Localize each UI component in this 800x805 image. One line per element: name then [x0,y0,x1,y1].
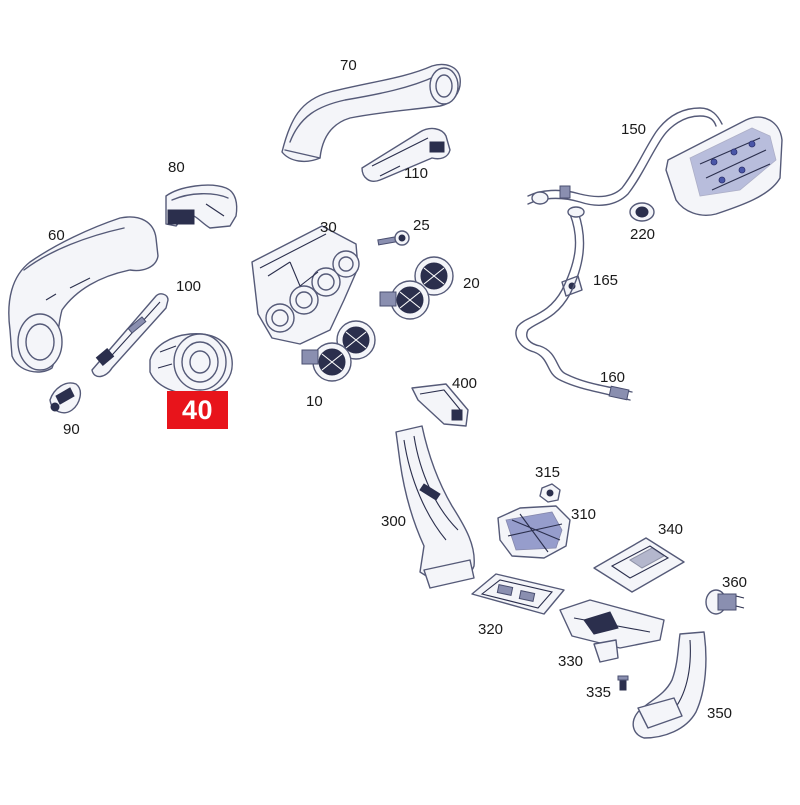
part-25-bolt [377,230,410,246]
label-25: 25 [413,217,430,234]
part-40-sleeve [149,333,233,395]
part-340-plate [593,537,685,593]
part-360-connector [705,589,745,615]
label-80: 80 [168,159,185,176]
part-engine-cover [665,116,783,216]
label-350: 350 [707,705,733,722]
highlighted-part-label-40: 40 [167,391,228,429]
label-310: 310 [571,506,597,523]
part-300-channel [395,425,475,589]
part-10-flaps [301,320,376,382]
part-160-hose [515,206,633,401]
part-60-duct [8,216,159,373]
part-110-duct [361,127,451,182]
label-165: 165 [593,272,619,289]
part-335-screw [617,675,629,691]
part-30-manifold [251,225,360,345]
label-360: 360 [722,574,748,591]
part-315-nut [539,483,561,503]
part-70-duct [281,63,461,163]
part-150-pipe [527,107,723,206]
label-70: 70 [340,57,357,74]
part-350-channel [632,631,707,739]
label-340: 340 [658,521,684,538]
part-165-clip [561,275,583,297]
label-335: 335 [586,684,612,701]
label-20: 20 [463,275,480,292]
label-160: 160 [600,369,626,386]
label-10: 10 [306,393,323,410]
part-20-flaps [379,256,454,320]
part-310-module [497,505,571,559]
label-30: 30 [320,219,337,236]
part-220-grommet [629,202,655,222]
label-60: 60 [48,227,65,244]
label-330: 330 [558,653,584,670]
part-400-bracket [411,383,469,427]
label-300: 300 [381,513,407,530]
part-80-elbow [165,184,238,229]
part-100-bracket [91,293,169,378]
label-150: 150 [621,121,647,138]
label-400: 400 [452,375,478,392]
label-100: 100 [176,278,202,295]
label-110: 110 [404,165,428,182]
part-320-tray [471,573,565,615]
label-220: 220 [630,226,656,243]
part-330-housing [559,599,665,663]
label-320: 320 [478,621,504,638]
part-90-clamp [49,382,82,414]
label-90: 90 [63,421,80,438]
label-315: 315 [535,464,561,481]
